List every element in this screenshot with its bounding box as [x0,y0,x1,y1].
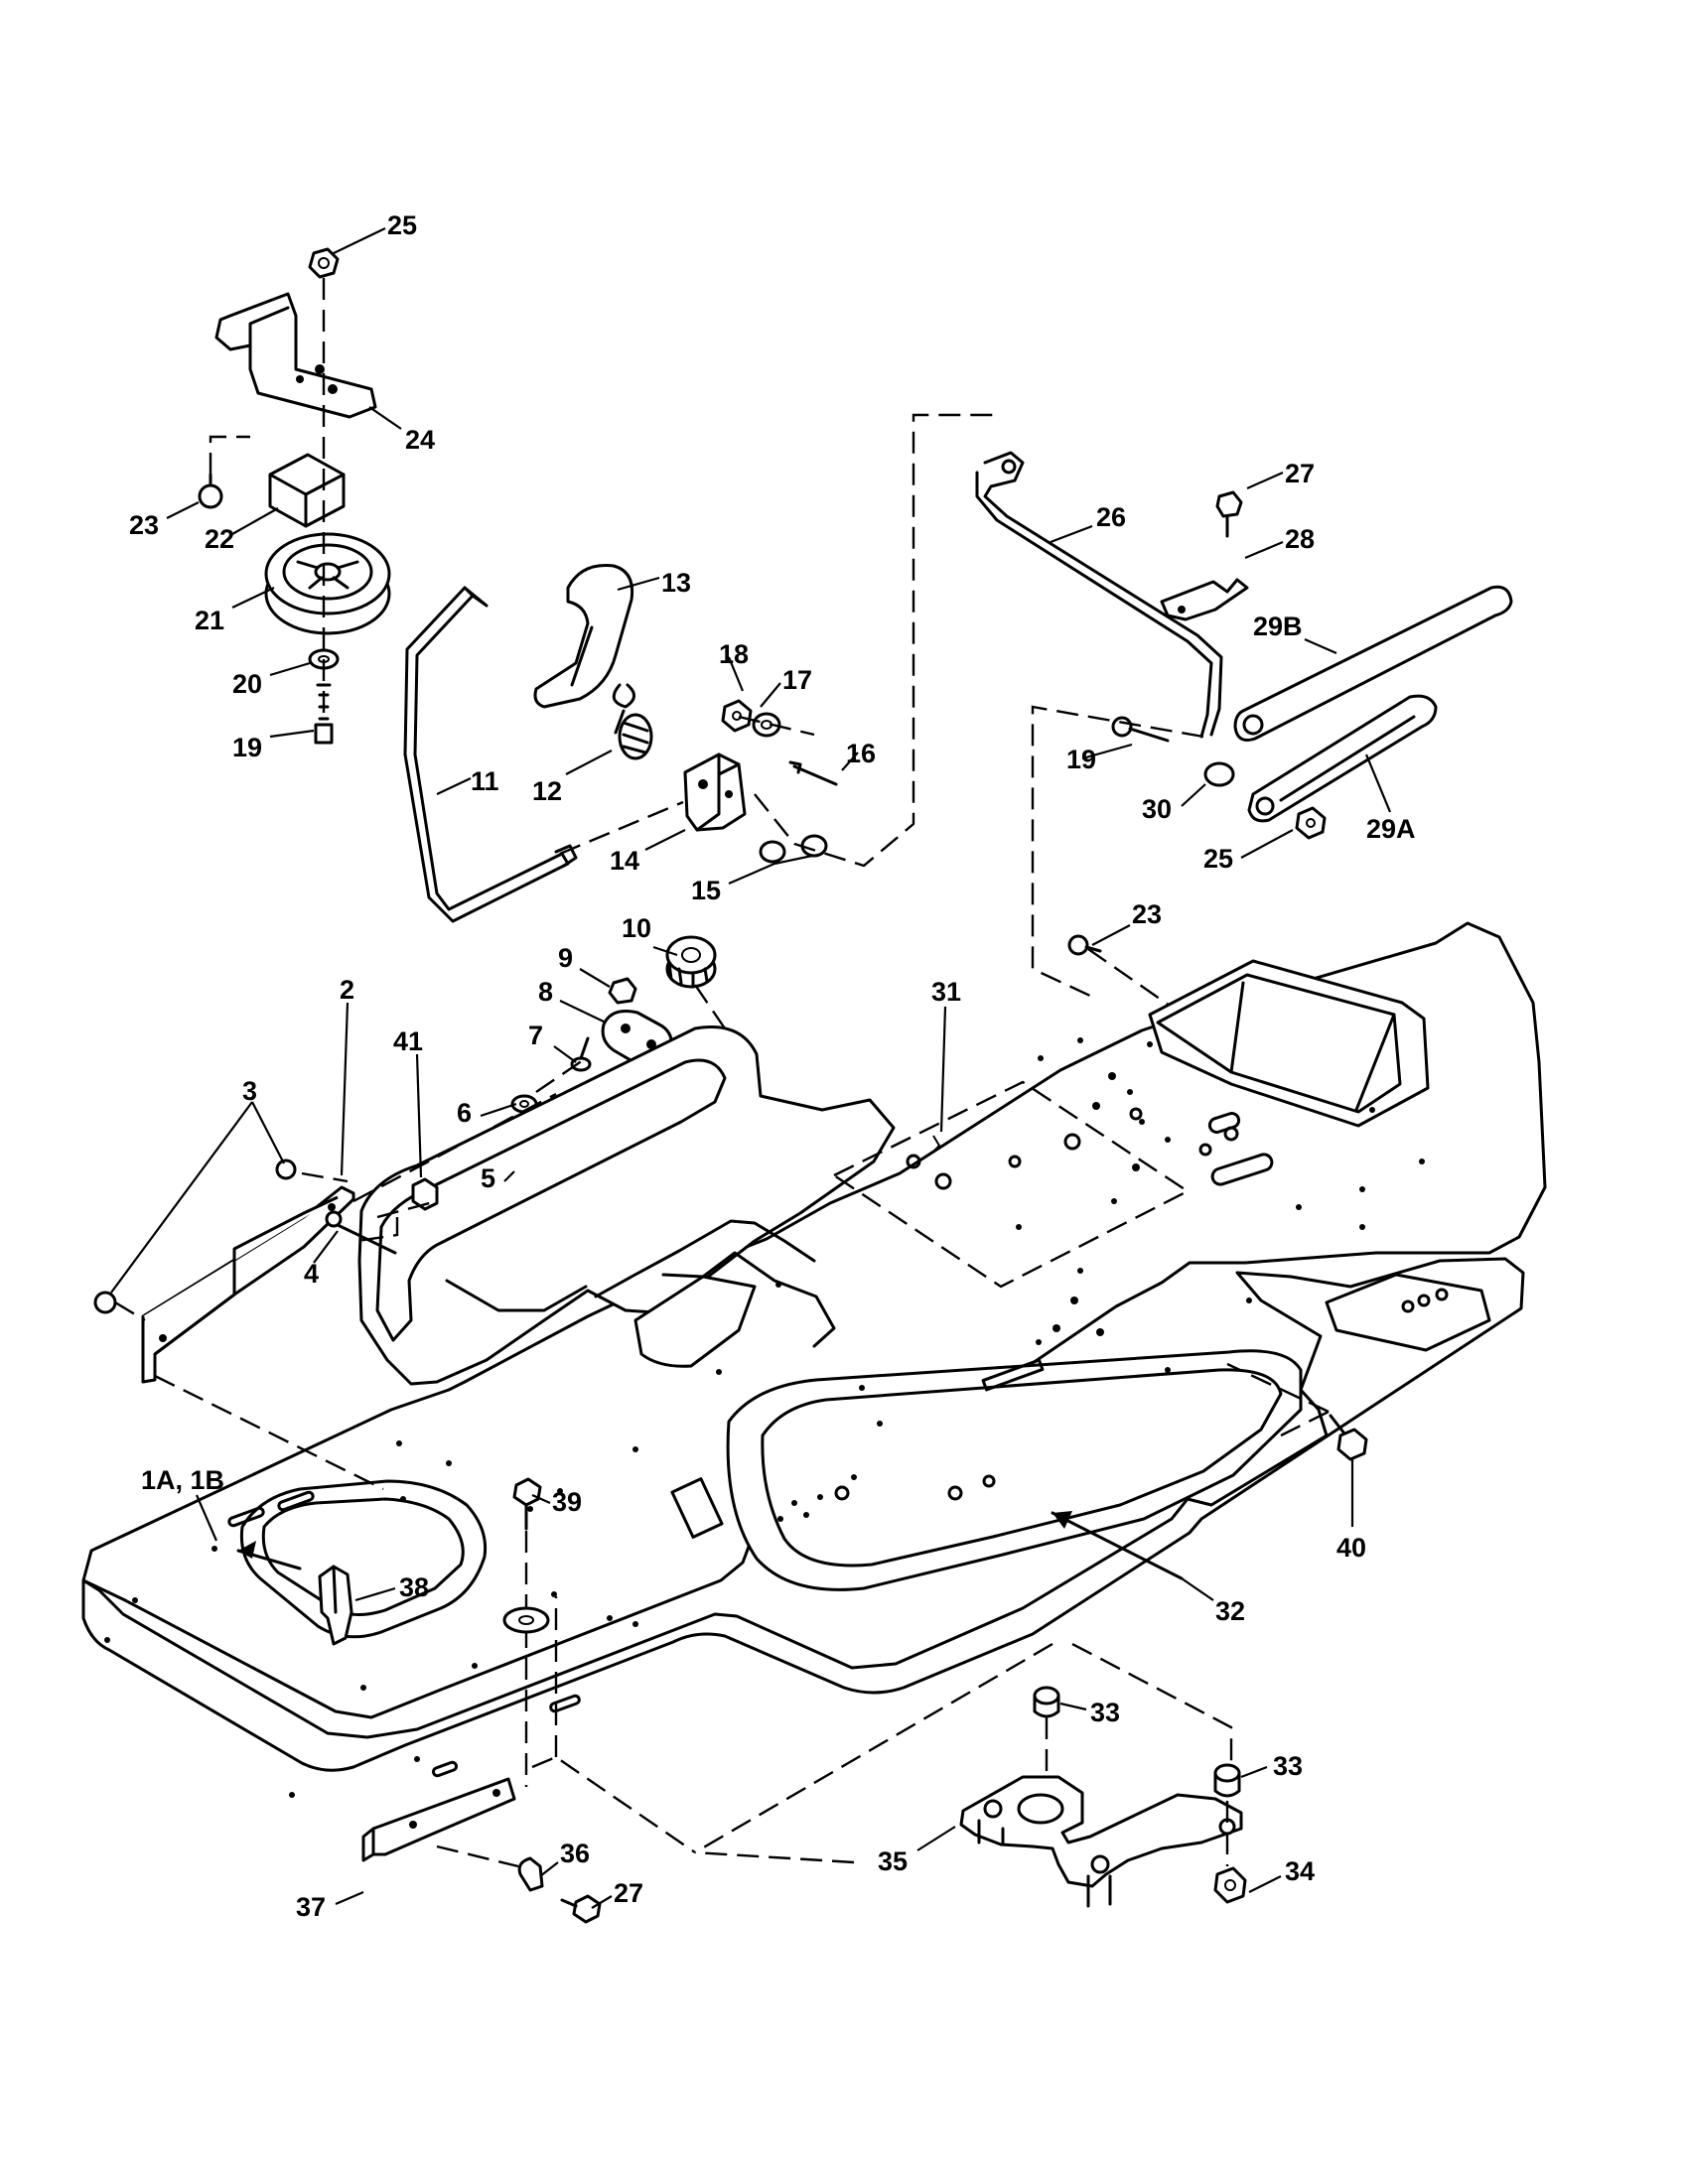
callout-41: 41 [393,1026,423,1056]
marker-31 [932,1135,941,1153]
callout-25-top: 25 [387,210,417,240]
bolt-27-upper [1215,490,1243,538]
nut-25-top [308,247,340,279]
callout-2: 2 [340,975,354,1005]
lever-rod-11 [403,586,578,923]
bolt-23-upper [198,473,223,509]
callout-22: 22 [205,524,234,554]
callout-16: 16 [846,739,876,768]
bracket-35 [959,1775,1243,1908]
bolts-3 [93,1159,297,1314]
arrow-32 [1051,1511,1184,1580]
callout-39: 39 [552,1487,582,1517]
link-29B [1233,585,1513,742]
bracket-2 [141,1185,355,1384]
callout-29A: 29A [1366,814,1416,844]
callout-25-lower: 25 [1203,844,1233,874]
callout-4: 4 [304,1259,319,1289]
callout-33-upper: 33 [1090,1698,1120,1727]
spacer-22 [268,453,346,528]
callout-33-lower: 33 [1273,1751,1303,1781]
pin-16 [788,760,838,786]
link-29A [1247,694,1438,823]
assembly-line-pulley [209,278,326,715]
leader-lines [110,227,1392,1909]
callout-23-mid: 23 [1132,899,1162,929]
idler-bracket-24 [214,292,377,419]
washers-15 [759,834,828,864]
callout-40: 40 [1336,1533,1366,1563]
callout-18: 18 [719,639,749,669]
nut-34 [1213,1866,1247,1904]
callout-13: 13 [661,568,691,598]
clamp-28 [1160,578,1249,621]
washer-17 [752,712,781,738]
bolt-27-lower [560,1894,602,1924]
shift-rod-26 [975,451,1223,739]
nut-18 [721,699,753,733]
gear-10 [665,935,717,989]
assembly-line-35 [694,1642,1233,1866]
bolt-23-mid [1067,934,1102,956]
callout-35: 35 [878,1846,908,1876]
bushing-30 [1203,761,1235,787]
callout-6: 6 [457,1098,472,1128]
spring-12 [612,683,653,760]
bolt-7 [570,1036,592,1072]
callout-27-upper: 27 [1285,459,1315,488]
callout-27-lower: 27 [614,1878,643,1908]
callout-17: 17 [782,665,812,695]
callout-37: 37 [296,1892,326,1922]
callout-23-upper: 23 [129,510,159,540]
callout-36: 36 [560,1839,590,1868]
frame-1A-1B [81,921,1547,1853]
callout-10: 10 [622,913,651,943]
callout-19-upper: 19 [232,733,262,762]
bolt-39 [512,1477,542,1531]
spacer-33-right [1213,1763,1241,1798]
nut-25-lower [1295,806,1327,840]
callout-7: 7 [528,1021,543,1050]
arrow-38 [236,1541,302,1570]
callout-30: 30 [1142,794,1172,824]
callout-14: 14 [610,846,639,876]
nut-41 [411,1177,439,1211]
bushing-36 [517,1856,544,1892]
bolt-40 [1329,1414,1368,1461]
clip-38 [318,1565,353,1646]
callout-8: 8 [538,977,553,1007]
callout-5: 5 [481,1163,495,1193]
callout-20: 20 [232,669,262,699]
rod-4 [325,1210,397,1255]
nut-9 [608,977,637,1005]
callout-26: 26 [1096,502,1126,532]
callout-15: 15 [691,876,721,905]
handle-grip-13 [533,563,634,709]
bracket-14 [683,752,747,832]
bracket-37 [361,1777,516,1862]
callout-labels: 25 24 23 22 21 20 19 13 18 17 16 12 11 1… [129,210,1416,1922]
callout-24: 24 [405,425,435,455]
callout-1A-1B: 1A, 1B [141,1465,224,1495]
pulley-21 [264,532,391,635]
assembly-line-bracket [114,1092,557,1491]
callout-3: 3 [242,1076,257,1106]
washer-plate-39 [502,1606,550,1634]
callout-21: 21 [195,606,224,635]
spacer-33-left [1033,1686,1060,1718]
callout-31: 31 [931,977,961,1007]
callout-28: 28 [1285,524,1315,554]
assembly-line-lever [559,413,993,868]
callout-9: 9 [558,943,573,973]
callout-34: 34 [1285,1856,1315,1886]
callout-29B: 29B [1253,612,1303,641]
callout-32: 32 [1215,1596,1245,1626]
callout-38: 38 [399,1572,429,1602]
callout-11: 11 [471,766,499,796]
assembly-line-37 [436,1844,519,1868]
callout-19-lower: 19 [1066,745,1096,774]
assembly-line-40 [1226,1362,1330,1437]
callout-12: 12 [532,776,562,806]
